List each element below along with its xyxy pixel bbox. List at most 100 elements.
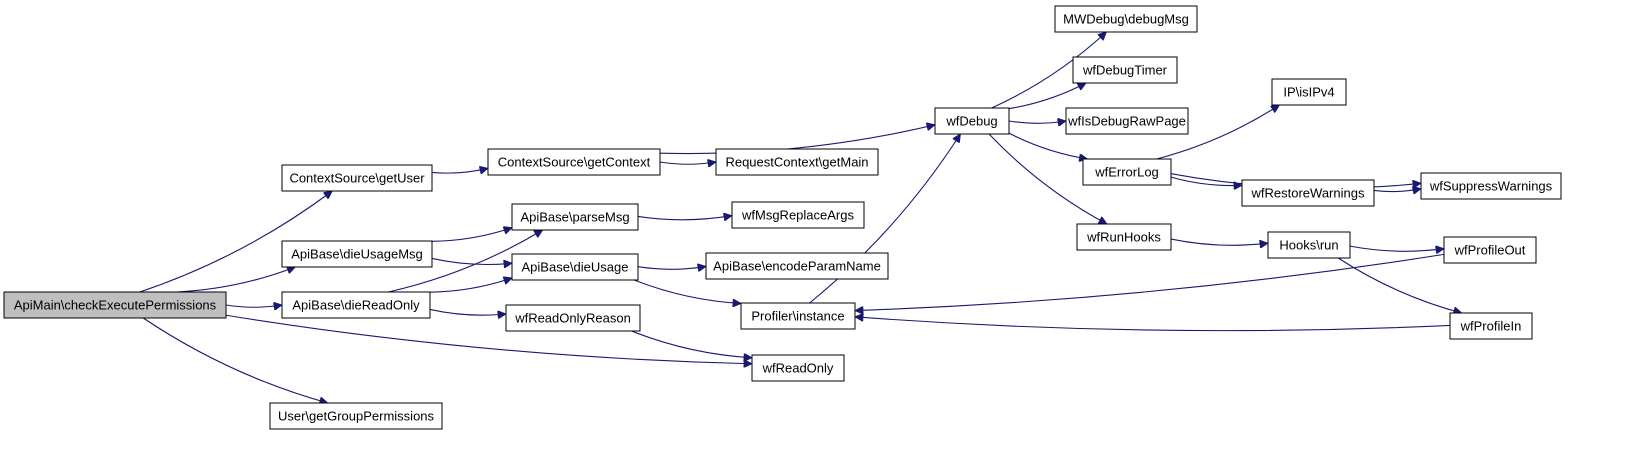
node-n19[interactable]: wfRunHooks <box>1076 223 1172 251</box>
node-box <box>487 148 661 176</box>
edge-n0-to-n3 <box>225 305 282 307</box>
node-box <box>1420 172 1562 200</box>
edge-n23-to-n25 <box>1337 257 1462 313</box>
edge-n14-to-n15 <box>991 32 1107 109</box>
node-label: ApiBase\dieUsageMsg <box>291 247 423 262</box>
node-n3[interactable]: ApiBase\dieReadOnly <box>281 291 431 319</box>
node-label: wfDebugTimer <box>1082 63 1168 78</box>
edge-n14-to-n16 <box>1008 82 1086 110</box>
node-n9[interactable]: RequestContext\getMain <box>715 148 879 176</box>
node-label: ApiBase\parseMsg <box>520 210 629 225</box>
edge-n8-to-n13 <box>631 330 753 358</box>
edge-n2-to-n7 <box>431 257 512 264</box>
node-n15[interactable]: MWDebug\debugMsg <box>1054 5 1198 33</box>
node-label: wfSuppressWarnings <box>1429 179 1553 194</box>
node-label: User\getGroupPermissions <box>278 409 435 424</box>
edge-n0-to-n2 <box>176 267 296 293</box>
node-box <box>934 107 1010 135</box>
node-n18[interactable]: wfErrorLog <box>1082 158 1172 186</box>
node-n24[interactable]: wfProfileOut <box>1443 236 1537 264</box>
node-box <box>511 253 639 281</box>
node-label: ApiBase\encodeParamName <box>713 259 881 274</box>
node-n0[interactable]: ApiMain\checkExecutePermissions <box>3 291 227 319</box>
node-label: ContextSource\getUser <box>289 171 425 186</box>
edge-n1-to-n5 <box>431 168 488 173</box>
node-box <box>511 203 639 231</box>
node-label: Profiler\instance <box>751 309 844 324</box>
node-label: RequestContext\getMain <box>725 155 868 170</box>
node-n10[interactable]: wfMsgReplaceArgs <box>731 201 865 229</box>
node-label: Hooks\run <box>1279 238 1338 253</box>
node-label: wfDebug <box>945 114 997 129</box>
edge-n3-to-n6 <box>388 229 542 293</box>
edge-n5-to-n14 <box>659 125 935 155</box>
edge-n7-to-n12 <box>633 279 741 303</box>
node-label: wfProfileOut <box>1454 243 1526 258</box>
node-n22[interactable]: wfSuppressWarnings <box>1420 172 1562 200</box>
edge-n24-to-n12 <box>855 253 1445 310</box>
node-label: wfProfileIn <box>1460 319 1522 334</box>
node-box <box>705 252 889 280</box>
edge-n0-to-n13 <box>225 314 752 364</box>
node-n17[interactable]: wfIsDebugRawPage <box>1065 107 1189 135</box>
node-box <box>731 201 865 229</box>
node-n13[interactable]: wfReadOnly <box>751 354 845 382</box>
node-box <box>1443 236 1537 264</box>
edge-n25-to-n12 <box>855 317 1451 332</box>
node-label: wfRunHooks <box>1086 230 1161 245</box>
edge-n18-to-n21 <box>1170 176 1242 185</box>
edge-n12-to-n14 <box>809 134 961 304</box>
node-n14[interactable]: wfDebug <box>934 107 1010 135</box>
edge-n3-to-n7 <box>429 278 512 293</box>
node-box <box>1076 223 1172 251</box>
node-n6[interactable]: ApiBase\parseMsg <box>511 203 639 231</box>
node-label: wfErrorLog <box>1094 165 1159 180</box>
node-n11[interactable]: ApiBase\encodeParamName <box>705 252 889 280</box>
node-box <box>269 402 443 430</box>
edge-n0-to-n4 <box>142 317 328 403</box>
node-label: ApiBase\dieUsage <box>522 260 629 275</box>
node-box <box>1271 78 1347 106</box>
node-n2[interactable]: ApiBase\dieUsageMsg <box>281 240 433 268</box>
node-box <box>1065 107 1189 135</box>
node-n8[interactable]: wfReadOnlyReason <box>505 304 641 332</box>
edge-n18-to-n20 <box>1156 105 1280 160</box>
nodes-layer: ApiMain\checkExecutePermissions ContextSo… <box>3 5 1562 430</box>
node-n23[interactable]: Hooks\run <box>1267 231 1351 259</box>
node-box <box>1449 312 1533 340</box>
node-box <box>3 291 227 319</box>
node-label: wfReadOnly <box>762 361 834 376</box>
node-label: IP\isIPv4 <box>1283 85 1334 100</box>
node-label: wfIsDebugRawPage <box>1067 114 1186 129</box>
node-box <box>1267 231 1351 259</box>
node-box <box>1054 5 1198 33</box>
edge-n21-to-n22 <box>1373 189 1421 192</box>
edge-n0-to-n1 <box>139 191 332 293</box>
node-n16[interactable]: wfDebugTimer <box>1072 56 1178 84</box>
node-n21[interactable]: wfRestoreWarnings <box>1241 179 1375 207</box>
node-n7[interactable]: ApiBase\dieUsage <box>511 253 639 281</box>
node-label: ContextSource\getContext <box>498 155 651 170</box>
node-label: MWDebug\debugMsg <box>1063 12 1189 27</box>
node-n5[interactable]: ContextSource\getContext <box>487 148 661 176</box>
node-n25[interactable]: wfProfileIn <box>1449 312 1533 340</box>
edge-n23-to-n24 <box>1349 246 1444 251</box>
node-label: ApiBase\dieReadOnly <box>292 298 420 313</box>
edge-n6-to-n10 <box>637 216 732 220</box>
edge-n14-to-n19 <box>988 133 1107 225</box>
node-n4[interactable]: User\getGroupPermissions <box>269 402 443 430</box>
node-n20[interactable]: IP\isIPv4 <box>1271 78 1347 106</box>
node-label: wfMsgReplaceArgs <box>741 208 854 223</box>
node-label: wfRestoreWarnings <box>1251 186 1365 201</box>
edge-n19-to-n23 <box>1170 238 1268 245</box>
node-box <box>1072 56 1178 84</box>
edge-n2-to-n6 <box>431 228 512 242</box>
node-n12[interactable]: Profiler\instance <box>740 302 856 330</box>
edge-n14-to-n18 <box>1008 132 1087 159</box>
node-box <box>281 291 431 319</box>
edge-n14-to-n17 <box>1008 121 1066 123</box>
node-box <box>505 304 641 332</box>
node-box <box>281 164 433 192</box>
node-n1[interactable]: ContextSource\getUser <box>281 164 433 192</box>
